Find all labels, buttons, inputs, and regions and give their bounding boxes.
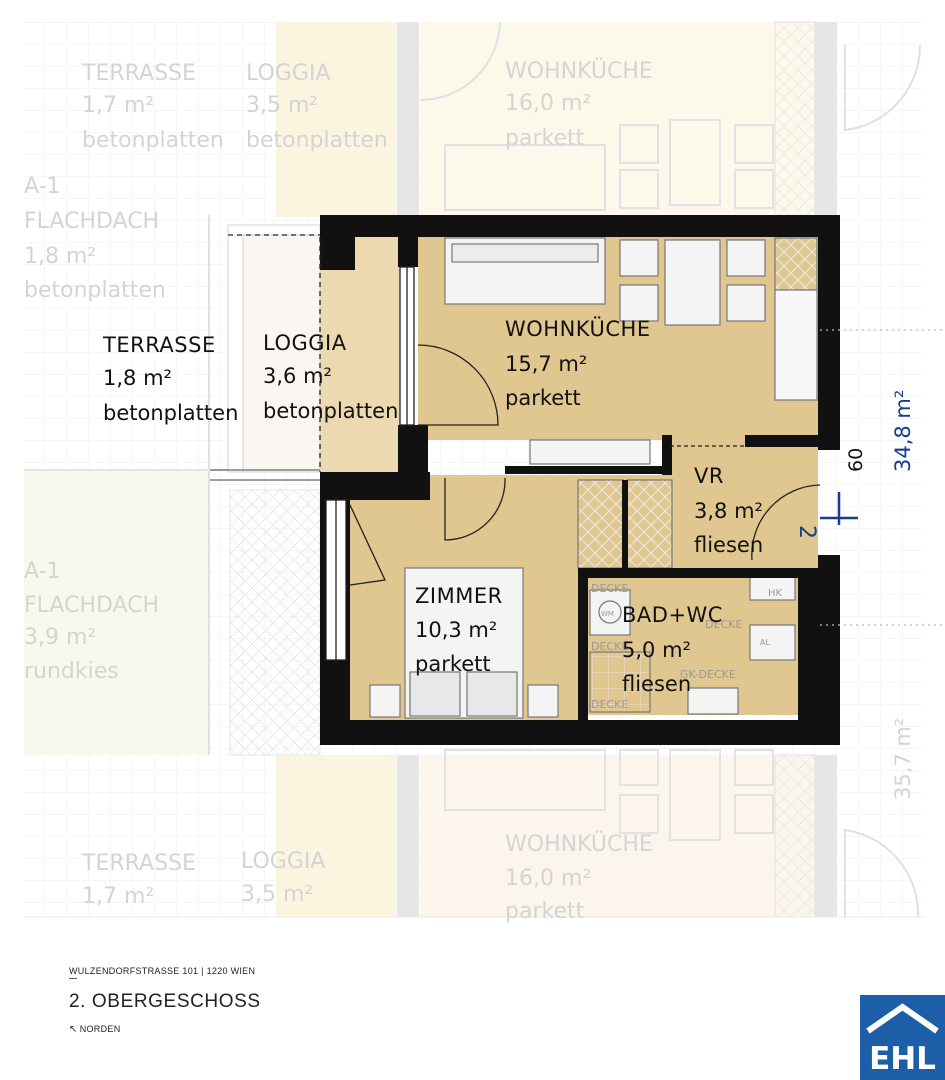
svg-text:betonplatten: betonplatten bbox=[246, 128, 388, 153]
toilet bbox=[749, 624, 796, 661]
svg-text:15,7 m²: 15,7 m² bbox=[505, 352, 587, 376]
sideboard bbox=[529, 439, 651, 465]
room-wohnkueche: WOHNKÜCHE 15,7 m² parkett bbox=[505, 316, 651, 410]
section-mark bbox=[820, 492, 858, 525]
svg-text:16,0 m²: 16,0 m² bbox=[505, 91, 591, 116]
svg-text:5,0 m²: 5,0 m² bbox=[622, 638, 691, 662]
room-bad: BAD+WC 5,0 m² fliesen bbox=[622, 603, 723, 696]
svg-text:LOGGIA: LOGGIA bbox=[241, 849, 325, 874]
svg-text:VR: VR bbox=[694, 464, 724, 488]
svg-text:LOGGIA: LOGGIA bbox=[246, 61, 330, 86]
svg-text:betonplatten: betonplatten bbox=[103, 401, 238, 425]
dimension-annotations: 34,8 m² 60 2 bbox=[794, 390, 915, 539]
svg-text:parkett: parkett bbox=[505, 386, 581, 410]
svg-text:TERRASSE: TERRASSE bbox=[102, 333, 216, 357]
svg-text:10,3 m²: 10,3 m² bbox=[415, 618, 497, 642]
nightstand bbox=[527, 684, 559, 718]
room-zimmer: ZIMMER 10,3 m² parkett bbox=[415, 584, 503, 676]
north-indicator: ↖NORDEN bbox=[69, 1024, 121, 1035]
svg-text:FLACHDACH: FLACHDACH bbox=[24, 209, 159, 234]
divider bbox=[69, 978, 77, 979]
svg-text:betonplatten: betonplatten bbox=[24, 278, 166, 303]
svg-text:WM: WM bbox=[601, 610, 614, 618]
svg-text:1,8 m²: 1,8 m² bbox=[24, 244, 96, 269]
nightstand bbox=[369, 684, 401, 718]
svg-text:DECKE: DECKE bbox=[591, 640, 628, 653]
loggia-fill bbox=[320, 235, 400, 472]
room-loggia: LOGGIA 3,6 m² betonplatten bbox=[263, 331, 398, 423]
svg-text:betonplatten: betonplatten bbox=[82, 128, 224, 153]
svg-text:35,7 m²: 35,7 m² bbox=[891, 718, 915, 800]
section-label: 2 bbox=[794, 525, 819, 539]
chair bbox=[726, 284, 766, 322]
svg-text:ZIMMER: ZIMMER bbox=[415, 584, 503, 608]
openings bbox=[210, 234, 945, 661]
wall-top bbox=[320, 215, 840, 237]
chair bbox=[726, 239, 766, 277]
svg-text:3,8 m²: 3,8 m² bbox=[694, 499, 763, 523]
furniture bbox=[369, 237, 818, 719]
dining-table bbox=[664, 239, 721, 326]
svg-text:3,6 m²: 3,6 m² bbox=[263, 364, 332, 388]
north-arrow-icon: ↖ bbox=[69, 1024, 78, 1035]
svg-text:A-1: A-1 bbox=[24, 559, 61, 584]
svg-text:1,7 m²: 1,7 m² bbox=[82, 93, 154, 118]
washbasin bbox=[687, 687, 739, 715]
wall-bottom bbox=[320, 720, 840, 745]
svg-text:fliesen: fliesen bbox=[694, 533, 763, 557]
svg-text:DECKE: DECKE bbox=[705, 618, 742, 631]
svg-text:betonplatten: betonplatten bbox=[263, 399, 398, 423]
wall-right-upper bbox=[818, 215, 840, 450]
dimension-label: 60 bbox=[845, 448, 867, 472]
svg-text:TERRASSE: TERRASSE bbox=[81, 851, 196, 876]
svg-text:A-1: A-1 bbox=[24, 174, 61, 199]
svg-text:EHL: EHL bbox=[869, 1041, 936, 1077]
svg-text:rundkies: rundkies bbox=[24, 659, 119, 684]
svg-text:DECKE: DECKE bbox=[591, 582, 628, 595]
svg-text:3,5 m²: 3,5 m² bbox=[241, 882, 313, 907]
chair bbox=[619, 239, 659, 277]
shower bbox=[589, 651, 651, 713]
svg-text:AL: AL bbox=[760, 638, 770, 647]
north-label: NORDEN bbox=[79, 1024, 121, 1034]
fixture-labels: WM DECKE DECKE DECKE DECKE HK AL GK-DECK… bbox=[591, 582, 783, 711]
svg-text:parkett: parkett bbox=[505, 899, 585, 924]
room-labels: TERRASSE 1,8 m² betonplatten LOGGIA 3,6 … bbox=[102, 316, 763, 696]
svg-text:BAD+WC: BAD+WC bbox=[622, 603, 723, 627]
total-area-label: 34,8 m² bbox=[891, 390, 915, 472]
svg-text:WOHNKÜCHE: WOHNKÜCHE bbox=[505, 58, 653, 84]
svg-text:HK: HK bbox=[768, 588, 783, 599]
svg-text:1,7 m²: 1,7 m² bbox=[82, 884, 154, 909]
svg-text:DECKE: DECKE bbox=[591, 698, 628, 711]
chair bbox=[619, 284, 659, 322]
svg-text:3,5 m²: 3,5 m² bbox=[246, 93, 318, 118]
svg-text:FLACHDACH: FLACHDACH bbox=[24, 593, 159, 618]
washer bbox=[589, 589, 631, 636]
svg-text:WOHNKÜCHE: WOHNKÜCHE bbox=[505, 831, 653, 857]
room-terrasse: TERRASSE 1,8 m² betonplatten bbox=[102, 333, 238, 425]
address-text: WULZENDORFSTRASSE 101 | 1220 WIEN bbox=[69, 966, 256, 976]
svg-text:WOHNKÜCHE: WOHNKÜCHE bbox=[505, 316, 651, 341]
neighbor-labels: TERRASSE 1,7 m² betonplatten LOGGIA 3,5 … bbox=[24, 58, 915, 924]
svg-text:parkett: parkett bbox=[415, 652, 491, 676]
walls bbox=[320, 215, 840, 745]
svg-text:LOGGIA: LOGGIA bbox=[263, 331, 347, 355]
vr-fill bbox=[670, 440, 818, 570]
room-vr: VR 3,8 m² fliesen bbox=[694, 464, 763, 557]
svg-text:parkett: parkett bbox=[505, 126, 585, 151]
svg-text:GK-DECKE: GK-DECKE bbox=[680, 668, 736, 681]
ehl-logo: EHL bbox=[860, 995, 945, 1080]
svg-text:fliesen: fliesen bbox=[622, 672, 691, 696]
wall-right-lower bbox=[818, 555, 840, 745]
svg-text:3,9 m²: 3,9 m² bbox=[24, 625, 96, 650]
floor-title: 2. OBERGESCHOSS bbox=[69, 991, 261, 1012]
svg-text:TERRASSE: TERRASSE bbox=[81, 61, 196, 86]
svg-text:16,0 m²: 16,0 m² bbox=[505, 866, 591, 891]
svg-text:1,8 m²: 1,8 m² bbox=[103, 366, 172, 390]
